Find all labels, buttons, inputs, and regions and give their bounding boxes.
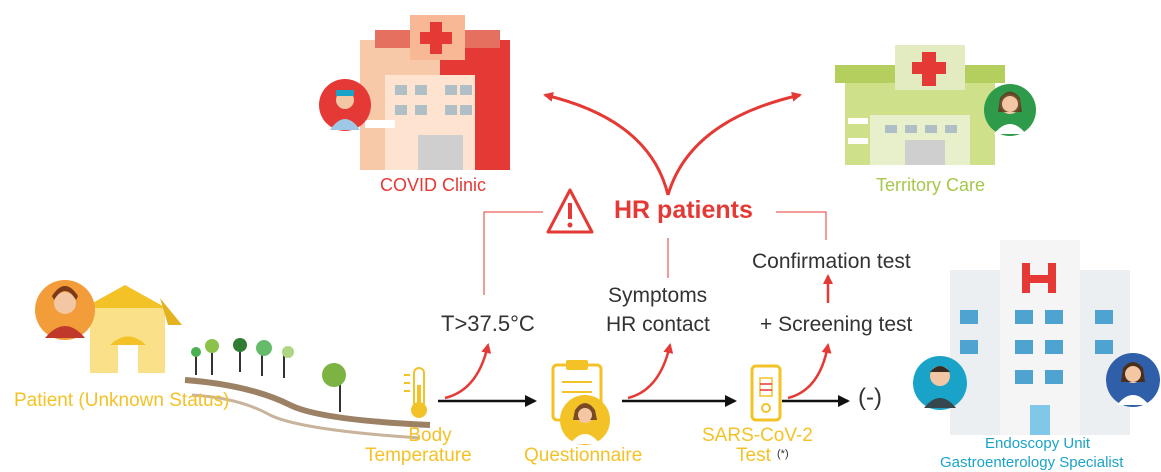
road-path bbox=[184, 377, 431, 428]
hr-connector-lines bbox=[483, 211, 827, 295]
operator-avatar-icon bbox=[913, 356, 967, 410]
territory-care-label: Territory Care bbox=[876, 175, 986, 195]
warning-triangle-icon bbox=[546, 188, 594, 234]
test-kit-icon bbox=[750, 364, 782, 422]
arrow-to-covid-clinic bbox=[543, 91, 670, 196]
confirmation-test-label: Confirmation test bbox=[752, 250, 911, 273]
endoscopy-hospital-icon bbox=[950, 240, 1130, 435]
negative-result-label: (-) bbox=[858, 384, 882, 411]
gastro-specialist-label: Gastroenterology Specialist bbox=[940, 454, 1124, 471]
arrow-fever bbox=[444, 343, 492, 400]
arrow-symptoms bbox=[627, 343, 674, 400]
test-label: Test bbox=[736, 445, 771, 466]
temperature-label: Temperature bbox=[365, 445, 472, 466]
temperature-threshold-label: T>37.5°C bbox=[441, 311, 535, 336]
house-icon bbox=[80, 285, 182, 373]
tree-icon bbox=[191, 338, 346, 412]
doctor-avatar-icon bbox=[319, 79, 371, 131]
arrow-screening bbox=[787, 343, 832, 400]
endoscopy-unit-label: Endoscopy Unit bbox=[985, 435, 1091, 452]
covid-clinic-label: COVID Clinic bbox=[380, 175, 487, 195]
patient-avatar-icon bbox=[35, 280, 95, 340]
doctor-avatar-icon bbox=[560, 395, 610, 445]
sars-cov2-label: SARS-CoV-2 bbox=[702, 425, 813, 446]
symptoms-label: Symptoms bbox=[608, 284, 708, 307]
patient-label: Patient (Unknown Status) bbox=[14, 390, 230, 411]
hr-patients-label: HR patients bbox=[614, 196, 753, 224]
road-edge bbox=[191, 393, 421, 440]
thermometer-icon bbox=[404, 367, 427, 418]
covid-hospital-icon bbox=[360, 15, 510, 170]
doctor-avatar-icon bbox=[984, 84, 1036, 136]
hr-contact-label: HR contact bbox=[606, 313, 710, 336]
territory-hospital-icon bbox=[835, 45, 1005, 165]
body-label: Body bbox=[408, 425, 452, 446]
test-footnote-marker: (*) bbox=[777, 448, 789, 460]
doctor-avatar-icon bbox=[1106, 353, 1160, 407]
screening-test-label: + Screening test bbox=[760, 313, 913, 336]
questionnaire-label: Questionnaire bbox=[524, 445, 643, 466]
arrow-to-territory-care bbox=[666, 91, 802, 196]
